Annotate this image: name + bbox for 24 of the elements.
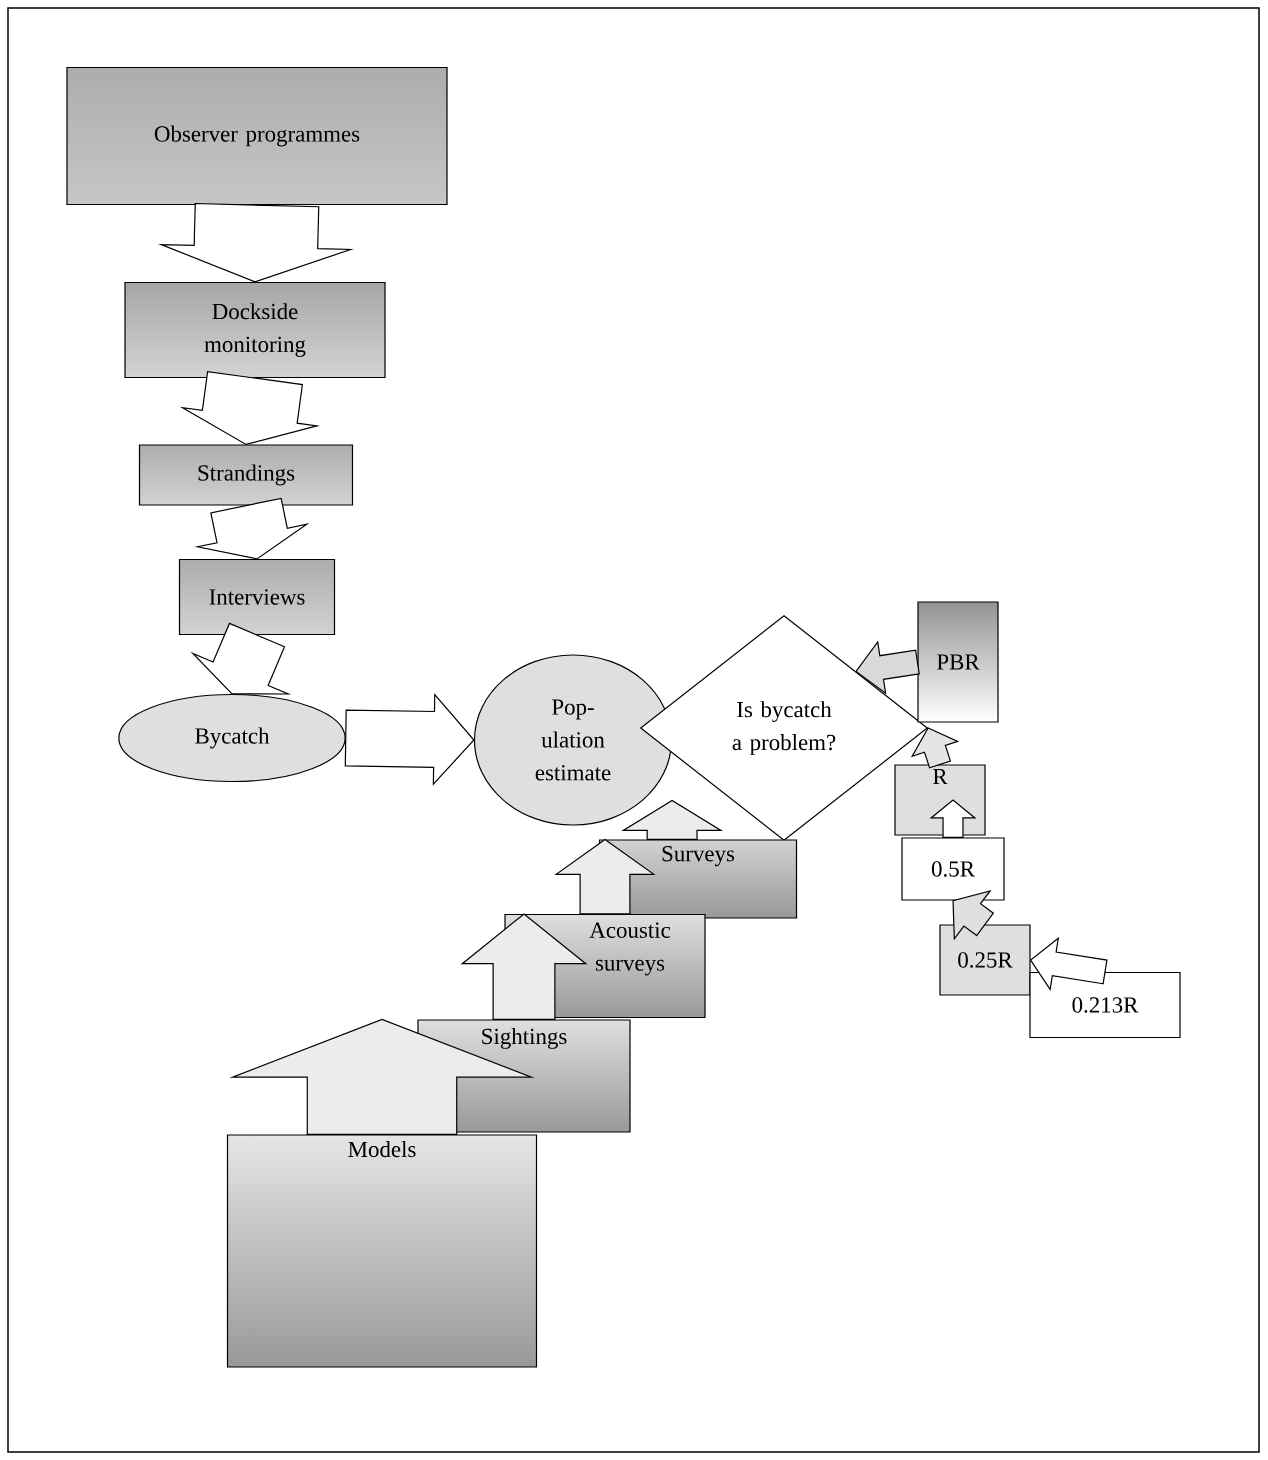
block-arrow [229, 1018, 535, 1135]
process-box: Models [226, 1134, 538, 1368]
block-arrow [157, 202, 354, 283]
block-arrow [621, 799, 724, 840]
block-arrow [910, 727, 960, 769]
process-box: Dockside monitoring [124, 281, 386, 379]
block-arrow [554, 838, 656, 915]
process-box: Strandings [138, 444, 354, 506]
block-arrow [855, 640, 920, 695]
process-box: 0.25R [939, 924, 1031, 996]
process-box: Observer programmes [66, 66, 448, 206]
block-arrow [194, 497, 310, 560]
block-arrow [460, 913, 588, 1020]
process-box: PBR [917, 601, 999, 723]
block-arrow [344, 692, 475, 786]
process-box: 0.5R [901, 837, 1005, 901]
process-box: Interviews [178, 558, 336, 636]
block-arrow [179, 371, 320, 446]
oval: Bycatch [118, 693, 346, 783]
process-box: 0.213R [1029, 971, 1181, 1039]
block-arrow [1029, 936, 1108, 991]
block-arrow [190, 622, 292, 695]
circle-node: Pop- ulation estimate [473, 654, 673, 826]
block-arrow [929, 799, 977, 838]
